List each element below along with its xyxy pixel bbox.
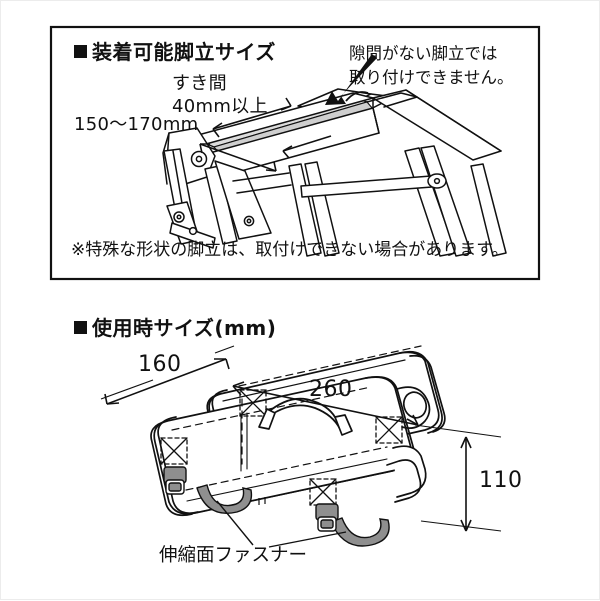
size-dimension-lines [100,345,502,532]
fastener-straps [163,466,390,547]
size-section-heading: 使用時サイズ(mm) [74,317,276,339]
dimension-height-label: 110 [479,468,523,493]
callout-line-1: 隙間がない脚立では [349,44,498,63]
callout-arrow [325,54,377,105]
ladder-footnote: ※特殊な形状の脚立は、取付けできない場合があります。 [71,240,509,260]
near-roll-body [153,376,413,515]
ladder-section-heading: 装着可能脚立サイズ [74,41,276,63]
buckle-clip [163,466,339,532]
gap-value-label: 40mm以上 [172,96,268,117]
gap-title-label: すき間 [172,73,227,94]
dimension-depth-label: 160 [138,352,182,377]
handle-strap [266,397,338,422]
gap-dimension-arrows [199,97,332,172]
caption-leader-lines [216,500,347,548]
section-bullet-icon-2 [74,321,87,334]
ladder-width-label: 150〜170mm [74,114,199,135]
fastener-caption: 伸縮面ファスナー [159,545,308,566]
ladder-section-frame [49,25,541,281]
section-bullet-icon [74,45,87,58]
callout-line-2: 取り付けできません。 [349,68,514,87]
dimension-length-label: 260 [309,377,353,402]
hook-bracket [392,445,427,498]
